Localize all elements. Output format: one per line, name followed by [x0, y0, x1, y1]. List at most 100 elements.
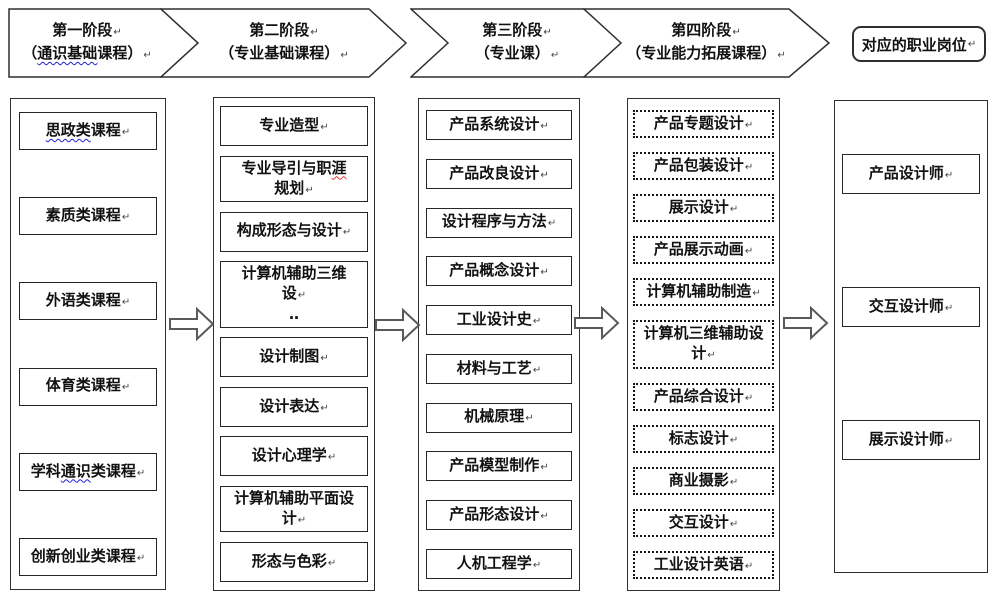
course-label: 展示设计↵: [668, 199, 739, 217]
paragraph-mark-icon: ↵: [136, 552, 146, 564]
paragraph-mark-icon: ↵: [732, 27, 741, 38]
course-label: 外语类课程↵: [45, 292, 131, 310]
stage-3-line1: 第三阶段↵: [482, 22, 552, 39]
course-box: 计算机三维辅助设 计↵: [633, 320, 774, 369]
paragraph-mark-icon: ↵: [944, 435, 954, 447]
course-label: 设计心理学↵: [251, 447, 337, 465]
spellcheck-wavy-underline: 涯: [331, 159, 347, 177]
course-label: 产品概念设计↵: [449, 262, 549, 280]
course-box: 展示设计↵: [633, 194, 774, 223]
paragraph-mark-icon: ↵: [944, 302, 954, 314]
paragraph-mark-icon: ↵: [729, 518, 739, 530]
paragraph-mark-icon: ↵: [121, 126, 131, 138]
paragraph-mark-icon: ↵: [543, 27, 552, 38]
stage-3-course-column: 产品系统设计↵产品改良设计↵设计程序与方法↵产品概念设计↵工业设计史↵材料与工艺…: [418, 98, 580, 591]
spellcheck-wavy-underline: 通识基础: [37, 45, 98, 62]
paragraph-mark-icon: ↵: [342, 227, 352, 239]
jobs-header-label: 对应的职业岗位: [861, 36, 967, 54]
course-box: 创新创业类课程↵: [19, 537, 157, 576]
course-box: 产品模型制作↵: [426, 451, 572, 482]
course-label: 商业摄影↵: [668, 471, 739, 489]
paragraph-mark-icon: ↵: [532, 315, 542, 327]
course-box: 设计心理学↵: [220, 436, 368, 477]
course-box: 外语类课程↵: [19, 282, 157, 321]
job-box: 交互设计师↵: [842, 287, 980, 327]
paragraph-mark-icon: ↵: [744, 120, 754, 131]
course-box: 专业造型↵: [220, 106, 368, 146]
course-box: 商业摄影↵: [633, 466, 774, 495]
course-label: 专业造型↵: [259, 116, 329, 134]
flow-arrow-4: [783, 305, 829, 341]
course-label: 计算机辅助制造↵: [646, 283, 761, 301]
stage-2-line2: （专业基础课程）↵: [219, 45, 349, 62]
course-label: 标志设计↵: [668, 429, 739, 447]
course-label: 构成形态与设计↵: [236, 222, 352, 240]
stage-2-chevron-shape: [160, 8, 408, 78]
job-box: 产品设计师↵: [842, 154, 980, 194]
course-box: 设计制图↵: [220, 337, 368, 378]
paragraph-mark-icon: ↵: [320, 402, 329, 414]
course-box: 产品专题设计↵: [633, 110, 774, 139]
stage-4-chevron-shape: [583, 8, 831, 78]
flow-arrow-3: [574, 305, 620, 341]
stage-4-line1: 第四阶段↵: [671, 22, 741, 39]
course-label: 产品综合设计↵: [653, 387, 754, 405]
paragraph-mark-icon: ↵: [547, 218, 557, 230]
paragraph-mark-icon: ↵: [310, 27, 319, 38]
course-box: 计算机辅助制造↵: [633, 278, 774, 307]
paragraph-mark-icon: ↵: [540, 462, 549, 474]
paragraph-mark-icon: ↵: [320, 353, 329, 365]
stage-1-line1: 第一阶段↵: [52, 22, 122, 39]
course-box: 交互设计↵: [633, 508, 774, 537]
paragraph-mark-icon: ↵: [532, 364, 542, 376]
course-label: 体育类课程↵: [45, 377, 131, 395]
course-label: 计算机辅助三维 设↵ ‥: [241, 265, 347, 323]
paragraph-mark-icon: ↵: [143, 50, 152, 61]
course-box: 产品概念设计↵: [426, 256, 572, 287]
stage-4-line2: （专业能力拓展课程）↵: [626, 45, 786, 62]
course-label: 素质类课程↵: [45, 207, 131, 225]
course-label: 工业设计史↵: [456, 310, 542, 328]
course-box: 形态与色彩↵: [220, 542, 368, 582]
paragraph-mark-icon: ↵: [327, 452, 337, 464]
course-box: 体育类课程↵: [19, 367, 157, 406]
course-box: 计算机辅助平面设 计↵: [220, 485, 368, 533]
stage-2-course-column: 专业造型↵专业导引与职涯 规划↵构成形态与设计↵计算机辅助三维 设↵ ‥设计制图…: [213, 97, 375, 591]
course-label: 交互设计↵: [668, 513, 739, 531]
course-label: 产品系统设计↵: [449, 115, 549, 133]
paragraph-mark-icon: ↵: [297, 290, 307, 302]
paragraph-mark-icon: ↵: [752, 288, 761, 300]
spellcheck-wavy-underline: 思政类: [45, 121, 91, 139]
paragraph-mark-icon: ↵: [944, 169, 954, 181]
stage-3-label: 第三阶段↵ （专业课）↵: [446, 8, 588, 78]
paragraph-mark-icon: ↵: [525, 413, 534, 425]
course-box: 思政类课程↵: [19, 112, 157, 150]
paragraph-mark-icon: ↵: [967, 38, 977, 50]
paragraph-mark-icon: ↵: [340, 50, 349, 61]
course-box: 计算机辅助三维 设↵ ‥: [220, 261, 368, 328]
paragraph-mark-icon: ↵: [136, 467, 146, 479]
course-box: 机械原理↵: [426, 402, 572, 433]
stage-2-label: 第二阶段↵ （专业基础课程）↵: [196, 8, 372, 78]
course-box: 学科通识类课程↵: [19, 452, 157, 491]
paragraph-mark-icon: ↵: [744, 162, 754, 174]
course-box: 设计程序与方法↵: [426, 207, 572, 238]
course-box: 构成形态与设计↵: [220, 211, 368, 252]
paragraph-mark-icon: ↵: [729, 476, 739, 488]
course-label: 工业设计英语↵: [653, 555, 754, 573]
course-box: 产品改良设计↵: [426, 158, 572, 189]
course-label: 产品设计师↵: [868, 164, 954, 182]
flow-arrow-2: [375, 307, 421, 343]
paragraph-mark-icon: ↵: [550, 50, 560, 61]
paragraph-mark-icon: ↵: [121, 212, 131, 224]
course-label: 产品包装设计↵: [653, 157, 754, 175]
course-label: 设计程序与方法↵: [441, 213, 557, 231]
course-box: 人机工程学↵: [426, 548, 572, 579]
course-box: 产品系统设计↵: [426, 110, 572, 140]
paragraph-mark-icon: ↵: [305, 184, 314, 196]
jobs-header: 对应的职业岗位↵: [852, 26, 986, 62]
paragraph-mark-icon: ↵: [327, 557, 337, 569]
job-positions-column: 产品设计师↵交互设计师↵展示设计师↵: [834, 100, 988, 573]
paragraph-mark-icon: ↵: [729, 204, 739, 216]
stage-header-2: 第二阶段↵ （专业基础课程）↵: [160, 8, 408, 78]
